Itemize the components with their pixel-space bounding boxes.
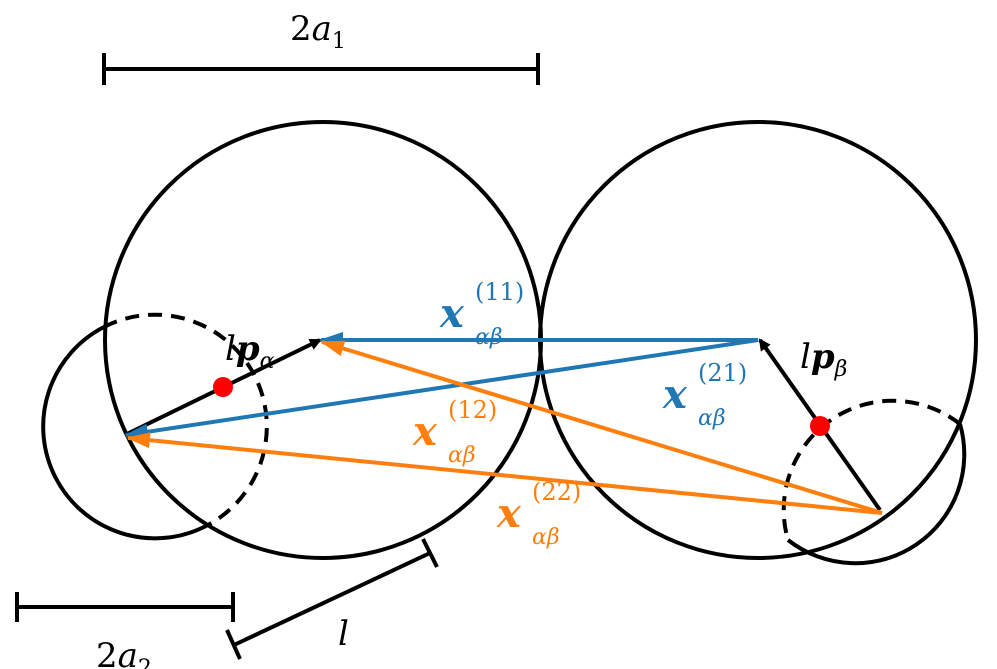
svg-text:αβ: αβ bbox=[532, 525, 560, 550]
svg-text:(12): (12) bbox=[448, 396, 497, 424]
dimension-bar-a1 bbox=[102, 53, 540, 85]
label-2a1: 2a1 bbox=[290, 9, 346, 54]
label-p-beta: lpβ bbox=[800, 337, 847, 382]
label-x21: x (21) αβ bbox=[662, 359, 747, 431]
svg-text:αβ: αβ bbox=[698, 406, 726, 431]
sphere-alpha-2-dashed bbox=[103, 312, 269, 528]
svg-text:αβ: αβ bbox=[475, 325, 503, 350]
svg-text:(22): (22) bbox=[532, 478, 581, 506]
svg-text:x: x bbox=[439, 290, 465, 337]
label-x22: x (22) αβ bbox=[496, 478, 581, 550]
svg-text:(11): (11) bbox=[475, 278, 524, 306]
vector-x12 bbox=[320, 340, 883, 515]
sphere-beta-2-dashed bbox=[781, 398, 962, 541]
svg-text:αβ: αβ bbox=[448, 443, 476, 468]
label-l: l bbox=[338, 614, 349, 654]
svg-text:(21): (21) bbox=[698, 359, 747, 387]
sphere-alpha-2-solid bbox=[41, 325, 207, 541]
center-dot-beta bbox=[810, 416, 830, 436]
svg-text:x: x bbox=[496, 490, 522, 537]
label-p-alpha: lpα bbox=[225, 329, 275, 374]
sphere-beta-2-solid bbox=[786, 423, 967, 566]
center-dot-alpha bbox=[213, 377, 233, 397]
dimension-bar-a2 bbox=[15, 592, 235, 622]
vector-x22 bbox=[126, 432, 883, 515]
dimension-bar-l bbox=[225, 538, 439, 660]
label-2a2: 2a2 bbox=[96, 636, 152, 669]
vector-x21 bbox=[124, 338, 759, 440]
label-x11: x (11) αβ bbox=[439, 278, 524, 350]
label-x12: x (12) αβ bbox=[412, 396, 497, 468]
svg-text:x: x bbox=[412, 408, 438, 455]
svg-text:x: x bbox=[662, 371, 688, 418]
